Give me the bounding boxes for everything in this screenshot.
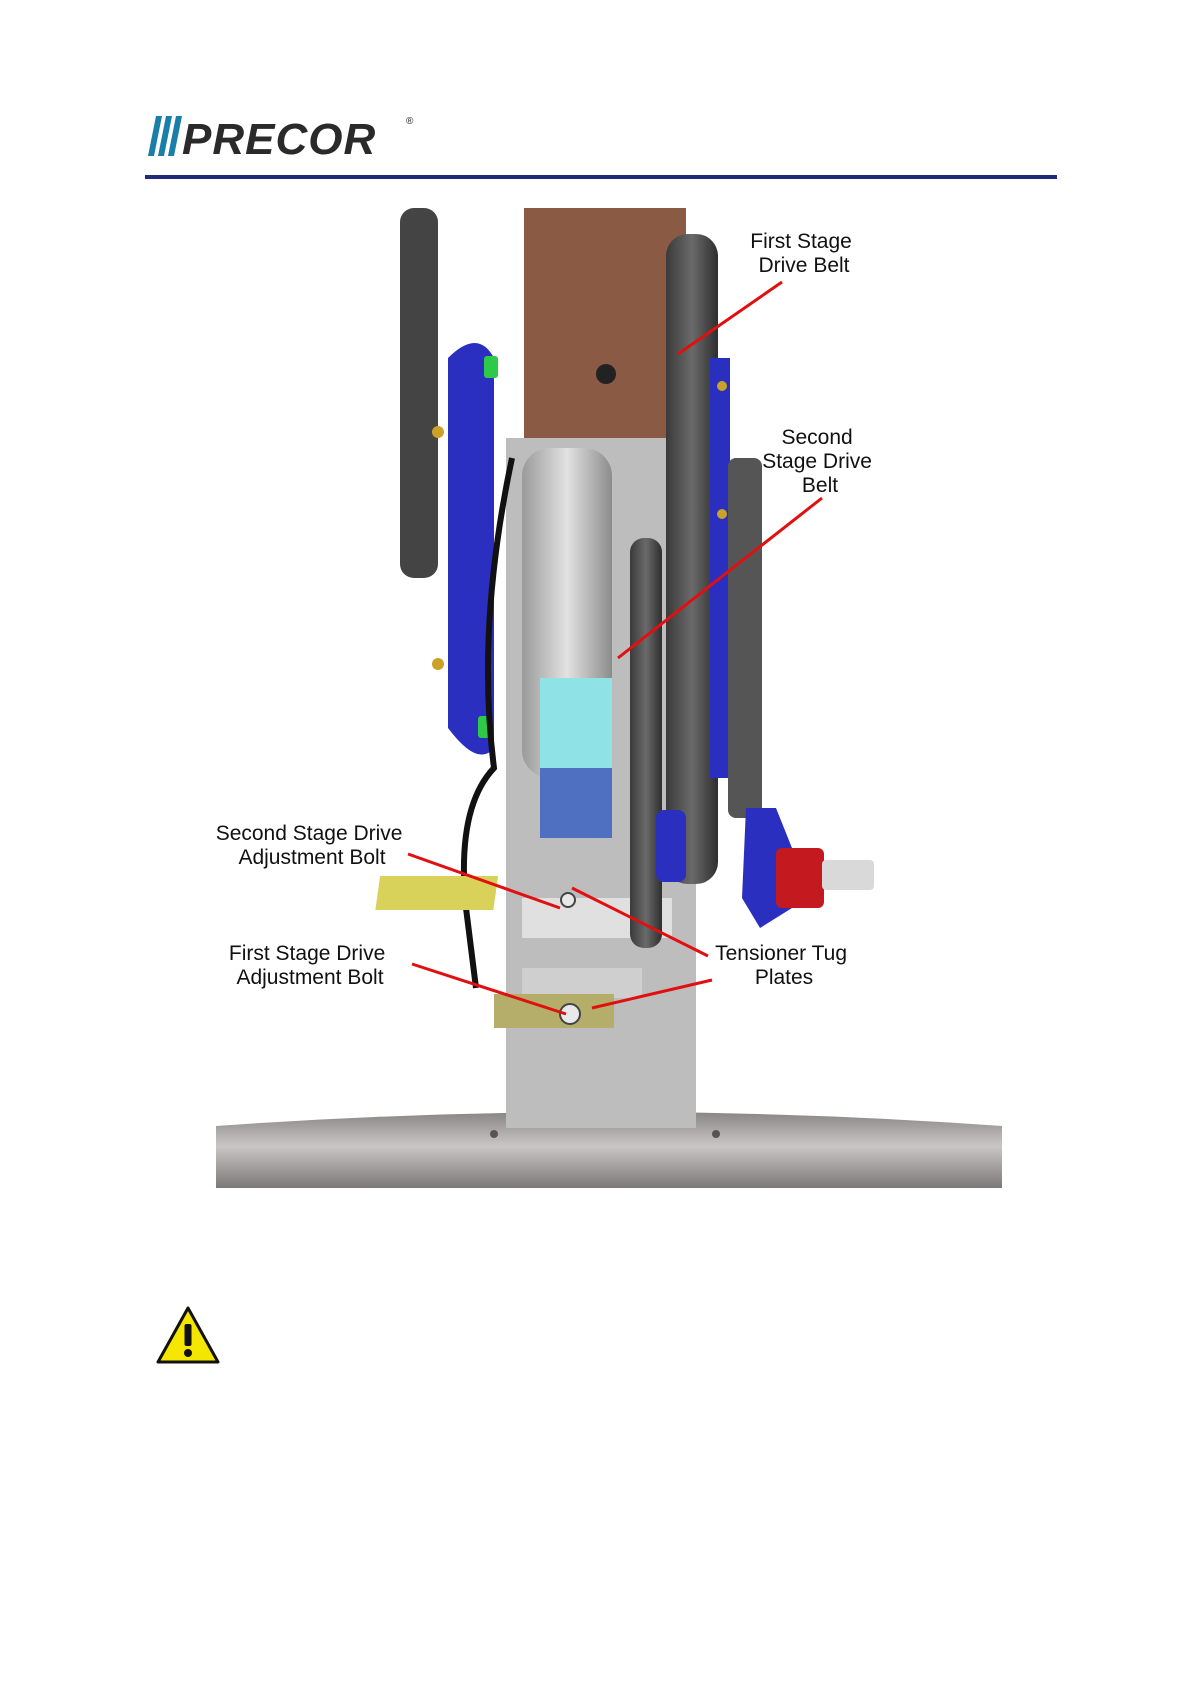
warning-triangle-icon <box>156 1306 220 1364</box>
precor-logo: PRECOR ® <box>148 112 418 160</box>
header-rule <box>145 175 1057 179</box>
callout-tensioner-tug-plates: Tensioner Tug Plates <box>715 942 853 989</box>
logo-stripes-icon <box>148 116 182 156</box>
brand-wordmark: PRECOR <box>182 115 376 160</box>
second-stage-belt <box>630 538 662 948</box>
drive-assembly-figure: First Stage Drive Belt Second Stage Driv… <box>216 208 1002 1188</box>
callout-first-stage-adjustment-bolt: First Stage Drive Adjustment Bolt <box>229 942 391 989</box>
registered-mark: ® <box>406 116 414 127</box>
callout-first-stage-drive-belt: First Stage Drive Belt <box>750 230 857 277</box>
left-belt <box>400 208 438 578</box>
upright-tube <box>524 208 686 440</box>
callout-second-stage-adjustment-bolt: Second Stage Drive Adjustment Bolt <box>216 822 408 869</box>
callout-second-stage-drive-belt: Second Stage Drive Belt <box>762 426 878 497</box>
